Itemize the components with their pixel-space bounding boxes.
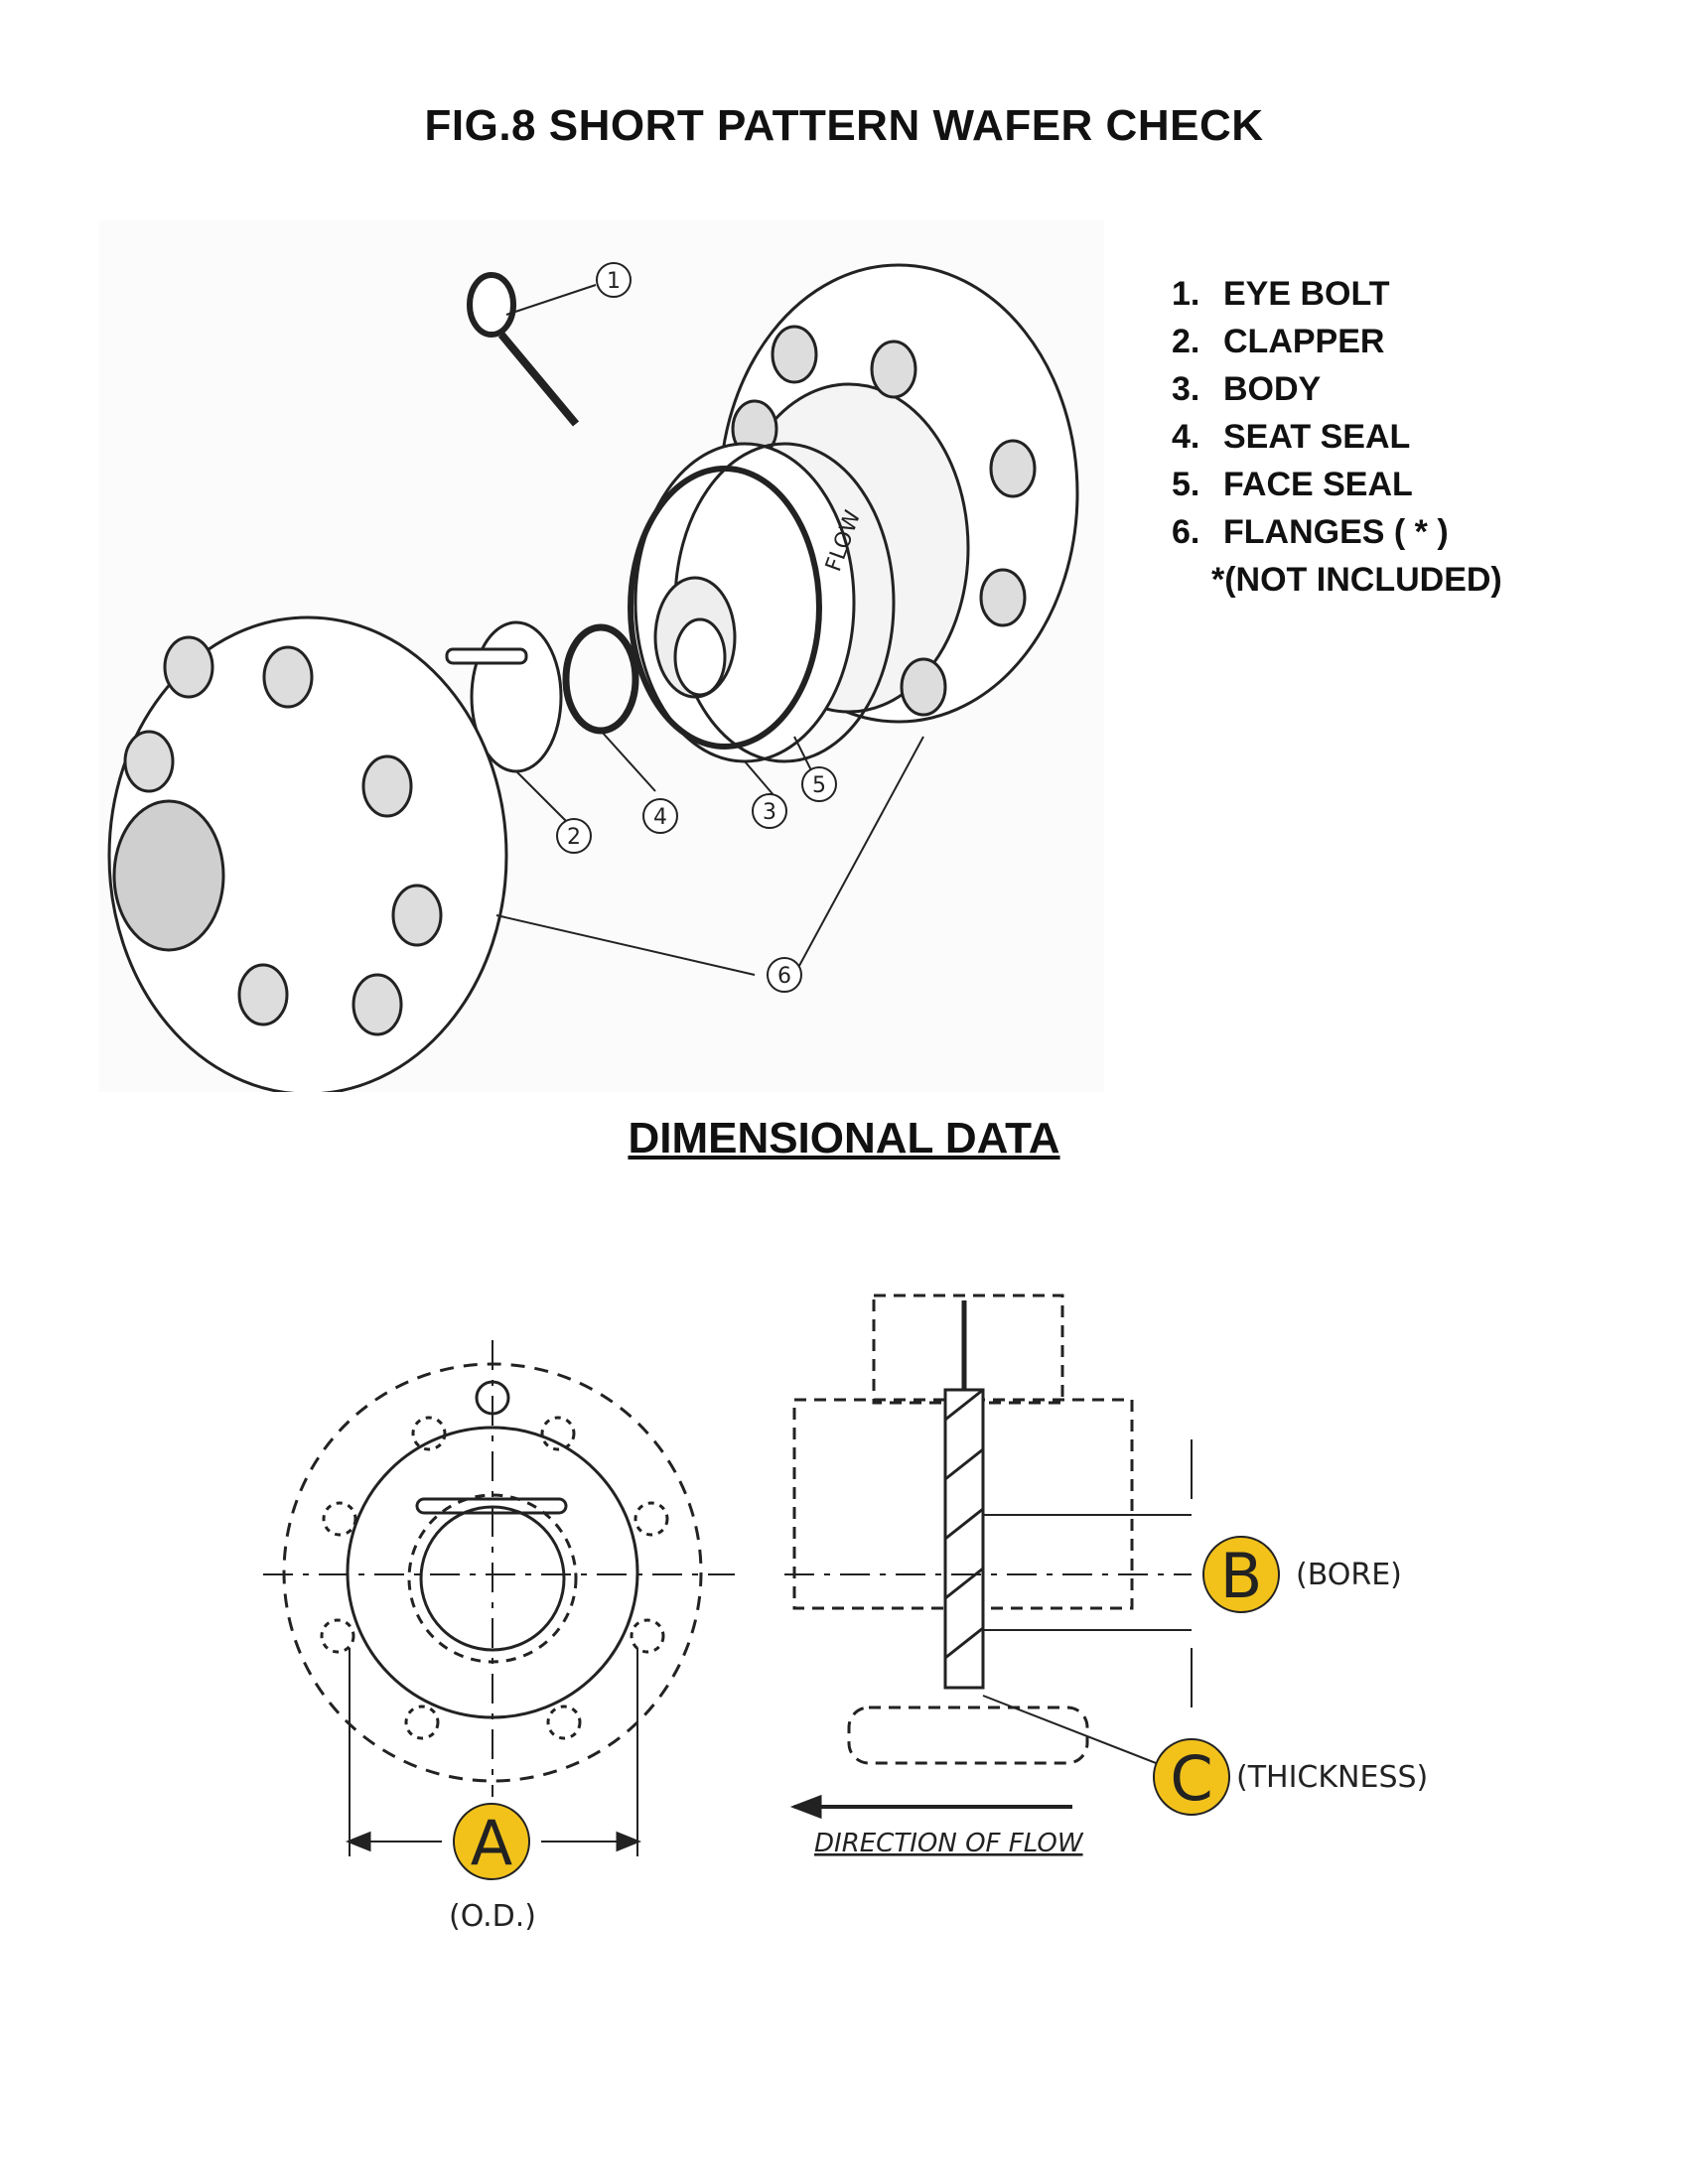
callout-5: 5 [812,773,826,798]
parts-list-item: 4.SEAT SEAL [1172,418,1411,456]
seat-seal [562,623,639,735]
left-flange [107,615,508,1092]
left-flange-bore [112,799,225,952]
parts-list-item: 6.FLANGES ( * ) [1172,513,1449,551]
callout-markers: 1 2 3 4 5 6 [556,262,837,993]
label-b-desc: (BORE) [1296,1558,1402,1592]
dimension-c: C (THICKNESS) [1153,1738,1428,1816]
callout-2: 2 [567,825,581,850]
dimensional-data-heading: DIMENSIONAL DATA [628,1114,1060,1162]
dimension-b: B (BORE) [1202,1536,1402,1613]
page-title: FIG.8 SHORT PATTERN WAFER CHECK [424,101,1264,150]
callout-6: 6 [777,964,791,989]
eye-bolt [467,272,580,427]
parts-list-note: *(NOT INCLUDED) [1211,561,1502,599]
callout-4: 4 [653,805,667,830]
right-flange-bolt-holes [731,325,1037,717]
parts-list-item: 2.CLAPPER [1172,323,1385,360]
label-c: C [1170,1742,1212,1815]
parts-list-item: 5.FACE SEAL [1172,466,1413,503]
callout-1: 1 [607,269,621,294]
left-flange-bolt-holes [123,635,443,1036]
dimension-a: A (O.D.) [449,1803,536,1934]
label-a: A [471,1807,512,1879]
front-view-bolt-holes [320,1416,669,1740]
front-view-eye-bolt [475,1380,510,1416]
label-c-desc: (THICKNESS) [1236,1760,1428,1795]
parts-list-item: 1.EYE BOLT [1172,275,1390,313]
parts-list-item: 3.BODY [1172,370,1322,408]
dimension-drawing: A (O.D.) B (BORE) C (THICKNESS) DIRECTIO… [263,1294,1428,1934]
exploded-view-illustration: 1 2 3 4 5 6 FLOW [99,220,1104,1092]
direction-of-flow-label: DIRECTION OF FLOW [814,1829,1084,1858]
parts-list: 1.EYE BOLT 2.CLAPPER 3.BODY 4.SEAT SEAL … [1172,270,1502,604]
label-a-desc: (O.D.) [449,1899,536,1934]
label-b: B [1220,1540,1263,1612]
callout-3: 3 [763,800,776,825]
